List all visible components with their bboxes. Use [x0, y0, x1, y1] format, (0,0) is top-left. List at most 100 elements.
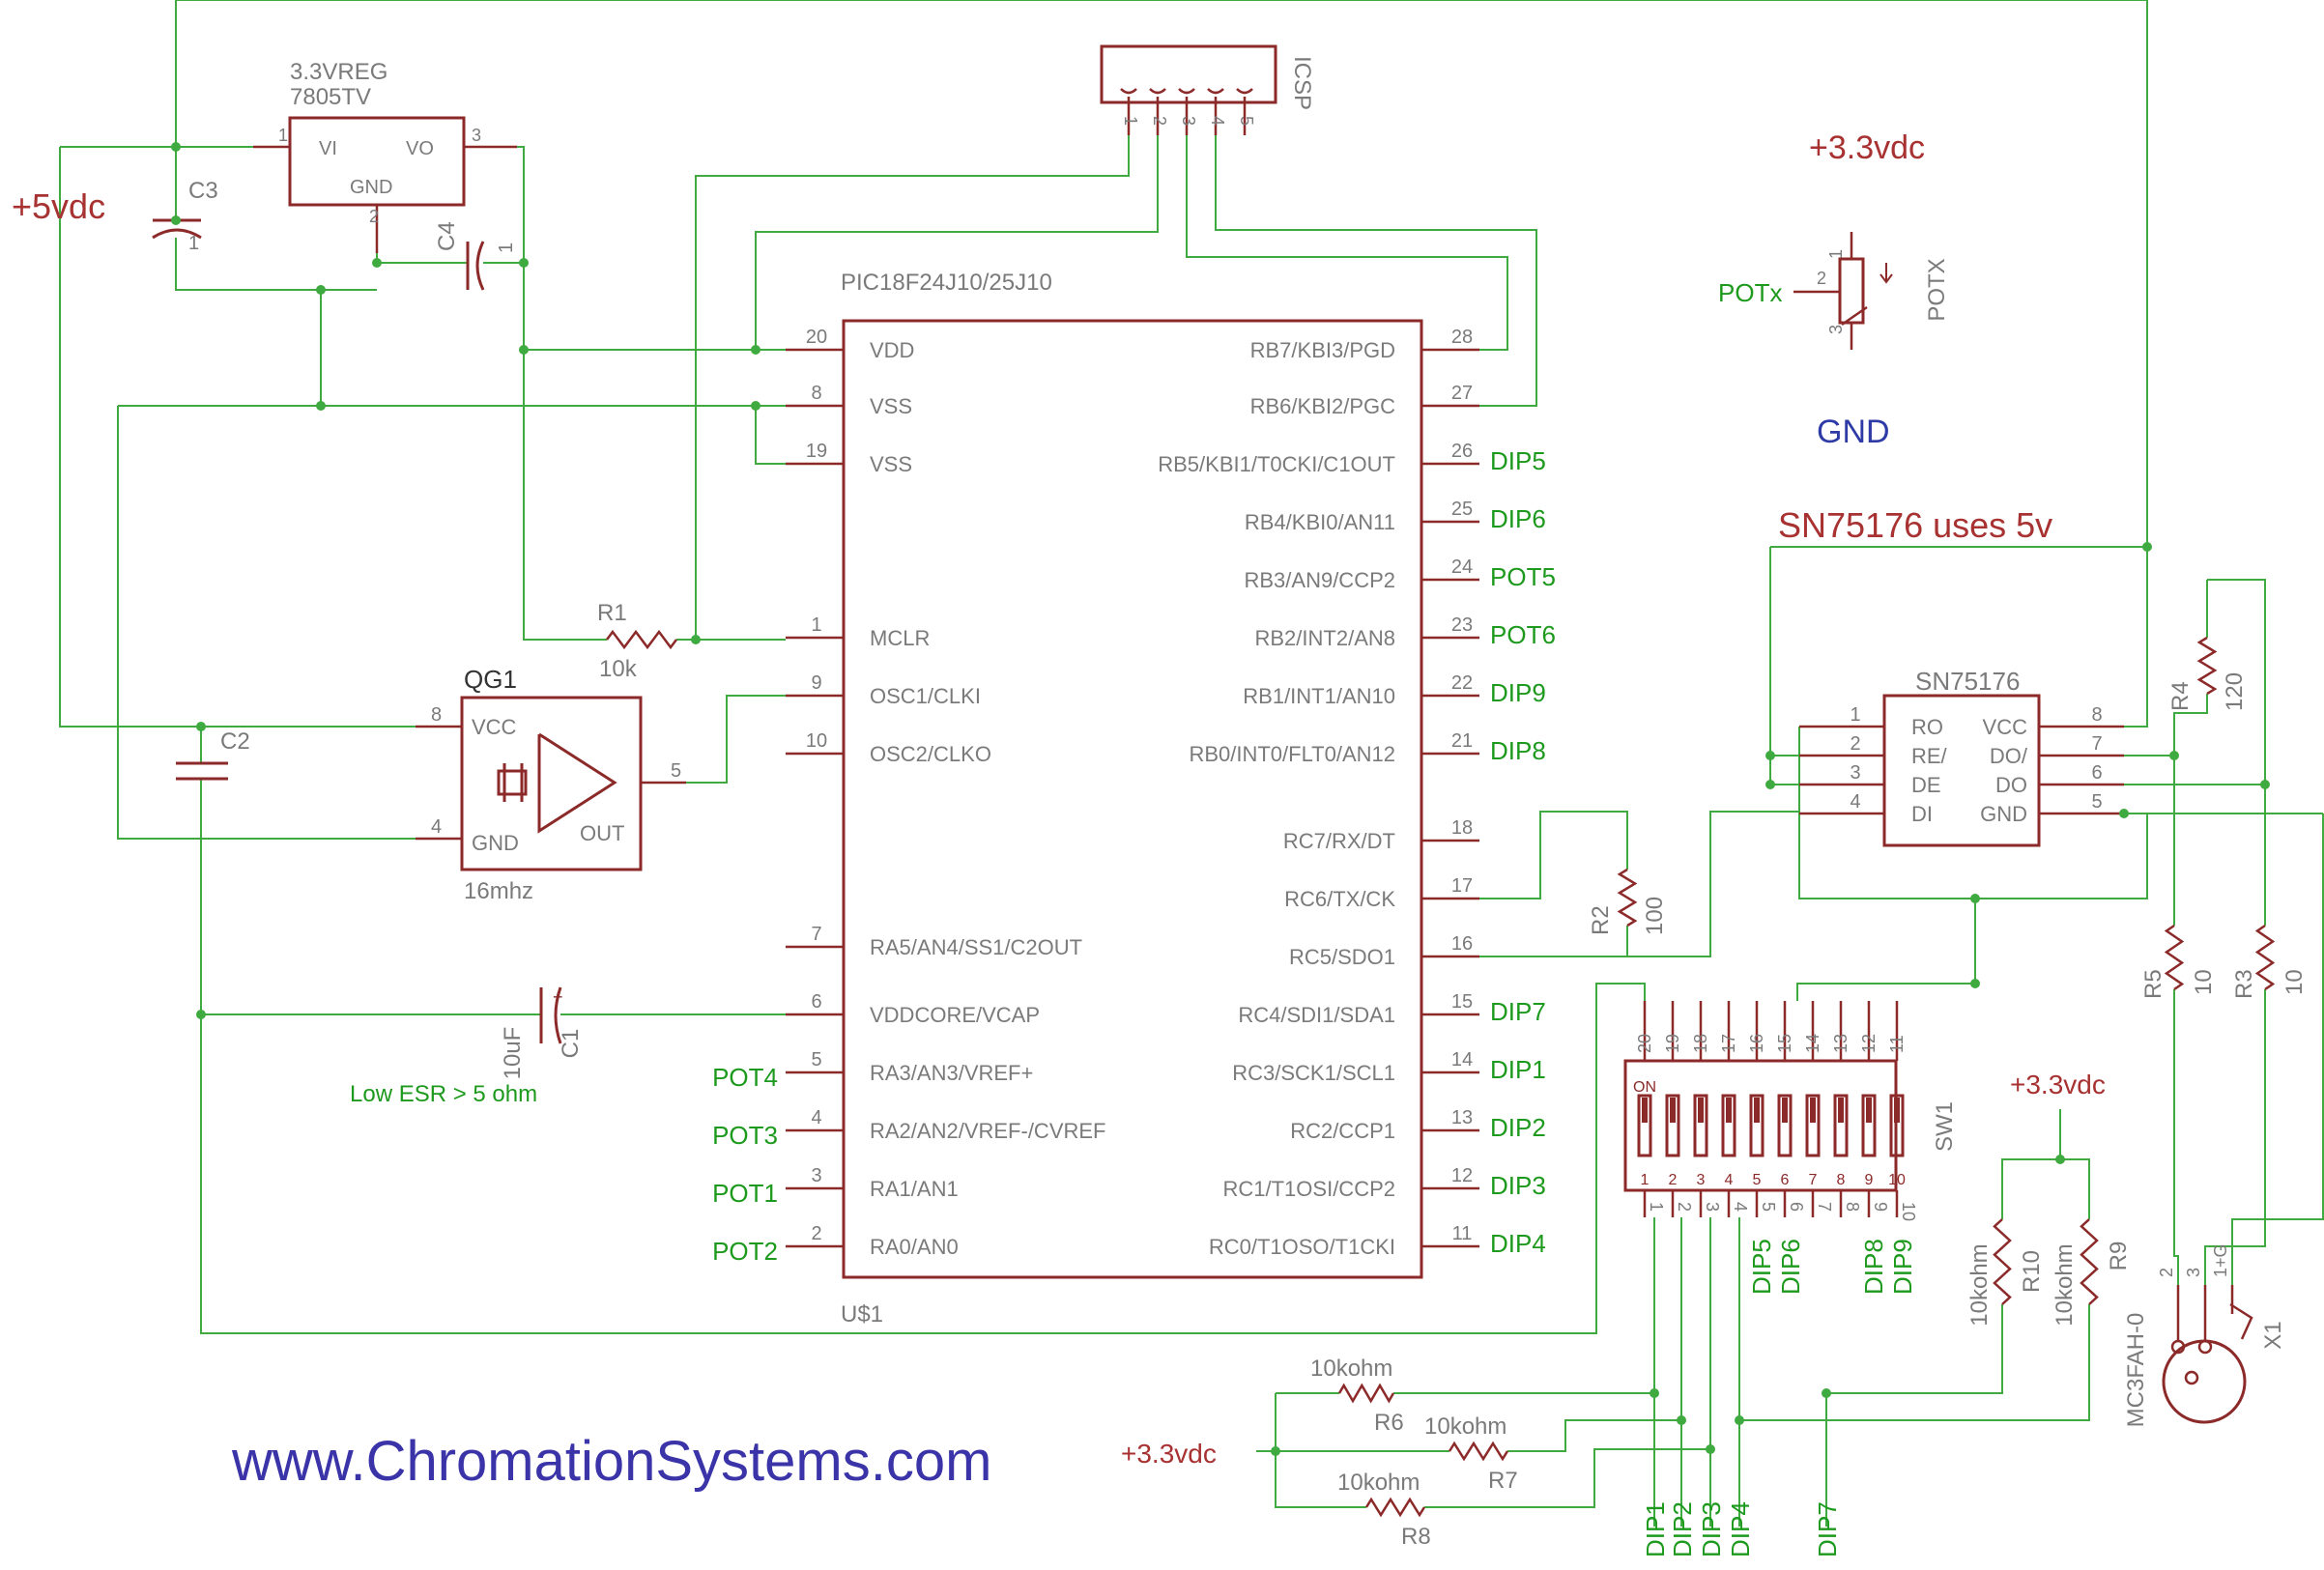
pin-number: 19 — [1663, 1034, 1682, 1053]
r8-value: 10kohm — [1337, 1470, 1420, 1496]
net-label: POT1 — [712, 1179, 778, 1208]
component-symbols — [152, 44, 2276, 1518]
c1-ref: C1 — [558, 1029, 584, 1059]
gnd-label: GND — [1817, 414, 1890, 450]
pin-name: RO — [1911, 715, 1943, 739]
dip-position-number: 3 — [1697, 1172, 1706, 1188]
pin-name: RB7/KBI3/PGD — [1250, 338, 1395, 362]
pin-number: 14 — [1451, 1049, 1473, 1070]
pin-number: 14 — [1803, 1034, 1822, 1053]
r3-ref: R3 — [2231, 969, 2257, 999]
icsp-label: ICSP — [1289, 56, 1315, 110]
pin-name: VDDCORE/VCAP — [870, 1003, 1040, 1027]
pin-number: 1 — [278, 126, 288, 145]
pin-number: 3 — [811, 1165, 821, 1186]
resistor-symbol — [2196, 636, 2218, 696]
r2-value: 100 — [1642, 897, 1668, 935]
pin-number: 1 — [1647, 1202, 1666, 1212]
pin-number: 15 — [1775, 1034, 1794, 1053]
junctions — [171, 142, 2270, 1456]
pin-number: 26 — [1451, 441, 1473, 462]
pin-number: 19 — [806, 441, 827, 462]
net-label: DIP6 — [1490, 504, 1546, 533]
pin-name: RC7/RX/DT — [1283, 829, 1395, 853]
junction-dot — [1271, 1446, 1280, 1456]
power-label: +3.3vdc — [1121, 1439, 1217, 1469]
dip-switch-body — [1623, 1059, 1898, 1192]
pin-name: VCC — [1983, 715, 2028, 739]
pin-name: OSC1/CLKI — [870, 684, 981, 708]
r6-ref: R6 — [1374, 1410, 1404, 1436]
pin-number: 17 — [1451, 875, 1473, 897]
dip-toggle-knob — [1810, 1098, 1816, 1123]
pin-number: 27 — [1451, 383, 1473, 404]
pot-wiper — [1841, 305, 1868, 327]
junction-dot — [196, 1010, 206, 1019]
pin-number: 3 — [1826, 325, 1846, 334]
transceiver-name: SN75176 — [1915, 667, 2020, 696]
pin-number: 8 — [811, 383, 821, 404]
pin-number: 3 — [1850, 762, 1860, 784]
pin-name: OSC2/CLKO — [870, 742, 991, 766]
pin-number: 7 — [2091, 733, 2102, 755]
mcu-ref: U$1 — [841, 1301, 883, 1327]
junction-dot — [751, 401, 760, 411]
pin-number: 2 — [1850, 733, 1860, 755]
pin-name: VSS — [870, 452, 912, 476]
pin-number: 13 — [1831, 1034, 1851, 1053]
pin-number: 6 — [1787, 1202, 1806, 1212]
dip-position-number: 10 — [1888, 1172, 1906, 1188]
power-label: +5vdc — [12, 186, 105, 226]
pin-number: 4 — [431, 816, 442, 838]
dip-toggle-knob — [1754, 1098, 1760, 1123]
crystal-body — [497, 769, 528, 796]
dip-toggle — [1861, 1094, 1877, 1157]
xlr-ref: X1 — [2260, 1321, 2286, 1349]
pin-number: 1+G — [2211, 1243, 2230, 1277]
pin-number: 18 — [1451, 817, 1473, 839]
dip-position-number: 6 — [1781, 1172, 1790, 1188]
r2-ref: R2 — [1588, 905, 1614, 935]
r3-value: 10 — [2281, 969, 2308, 995]
pin-name: GND — [1980, 802, 2027, 826]
r8-ref: R8 — [1401, 1524, 1431, 1550]
c2-ref: C2 — [220, 728, 250, 755]
net-label: DIP5 — [1490, 446, 1546, 475]
r9-ref: R9 — [2106, 1242, 2132, 1271]
pin-number: 20 — [1635, 1034, 1654, 1053]
polarity-mark: + — [553, 987, 563, 1007]
junction-dot — [1706, 1444, 1715, 1454]
pin-number: 4 — [1850, 791, 1860, 813]
dip-toggle — [1833, 1094, 1849, 1157]
r4-value: 120 — [2222, 672, 2248, 711]
pin-name: OUT — [580, 821, 624, 845]
pin-name: RE/ — [1911, 744, 1948, 768]
pin-name: GND — [350, 177, 392, 198]
resistor-symbol — [1448, 1441, 1509, 1462]
r5-value: 10 — [2191, 969, 2217, 995]
net-label: DIP9 — [1490, 678, 1546, 707]
pin-name: MCLR — [870, 626, 930, 650]
net-label: POT5 — [1490, 562, 1556, 591]
junction-dot — [1650, 1388, 1659, 1398]
junction-dot — [751, 345, 760, 355]
resistor-symbol — [2164, 924, 2185, 991]
osc-ref: QG1 — [464, 665, 517, 694]
pin-number: 3 — [472, 126, 481, 145]
pin-name: RA3/AN3/VREF+ — [870, 1061, 1033, 1085]
junction-dot — [171, 142, 181, 152]
resistor-symbol — [1993, 1218, 2012, 1305]
pin-name: RC5/SDO1 — [1289, 945, 1395, 969]
pin-number: 5 — [1759, 1202, 1778, 1212]
junction-dot — [2169, 751, 2179, 760]
junction-dot — [316, 285, 326, 295]
pin-number: 3 — [1703, 1202, 1722, 1212]
dip-toggle — [1637, 1094, 1652, 1157]
net-label: DIP3 — [1490, 1171, 1546, 1200]
c3-ref: C3 — [188, 178, 218, 204]
pin-name: GND — [472, 831, 519, 855]
pin-number: 5 — [811, 1049, 821, 1070]
dip-toggle — [1721, 1094, 1736, 1157]
pin-number: 1 — [188, 233, 199, 254]
pin-number: 4 — [1731, 1202, 1750, 1212]
